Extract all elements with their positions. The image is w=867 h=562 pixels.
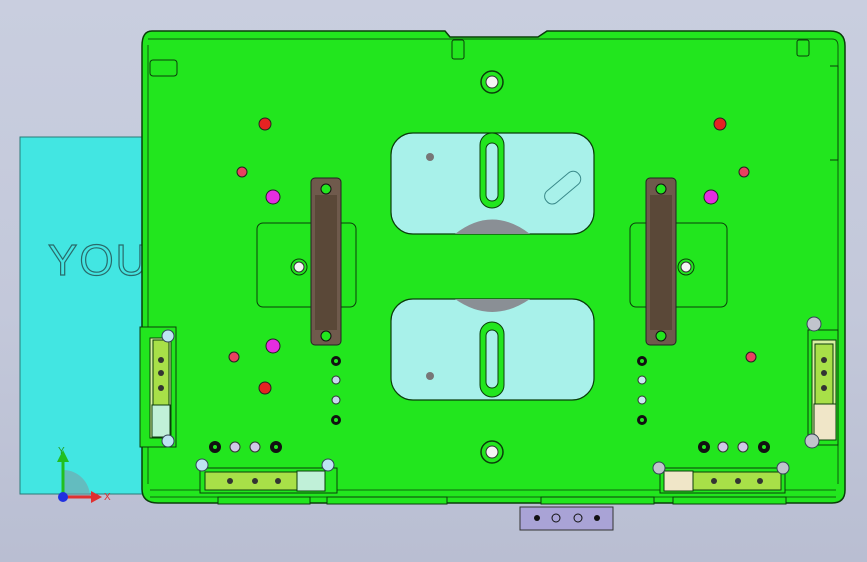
- hole-row-left: [209, 441, 282, 453]
- cyan-block[interactable]: YOU: [19, 136, 149, 495]
- triad-y-label: Y: [58, 446, 65, 457]
- hole-column-right: [637, 356, 647, 425]
- fixture-plate[interactable]: [141, 30, 846, 505]
- center-bushing-top[interactable]: [480, 70, 504, 94]
- hole-row-right: [698, 441, 770, 453]
- triad-x-label: X: [104, 492, 111, 503]
- handle-left[interactable]: [256, 177, 357, 346]
- orientation-triad: Y X: [57, 446, 111, 503]
- hole-column-left: [331, 356, 341, 425]
- clamp-bottom-left[interactable]: [195, 458, 338, 494]
- magenta-pins: [265, 189, 719, 354]
- center-bushing-bottom[interactable]: [480, 440, 504, 464]
- window-upper[interactable]: [390, 132, 595, 235]
- window-lower[interactable]: [390, 298, 595, 401]
- block-engraved-text: YOU: [48, 236, 149, 285]
- corner-slot: [149, 59, 178, 77]
- clamp-left[interactable]: [139, 326, 177, 448]
- handle-right[interactable]: [629, 177, 728, 346]
- red-pins: [258, 117, 727, 395]
- top-notch-left: [451, 39, 465, 60]
- connector-block[interactable]: [519, 506, 614, 531]
- clamp-right[interactable]: [804, 316, 839, 449]
- locator-pins: [228, 166, 757, 363]
- top-notch-right: [796, 39, 810, 57]
- clamp-bottom-right[interactable]: [652, 461, 790, 494]
